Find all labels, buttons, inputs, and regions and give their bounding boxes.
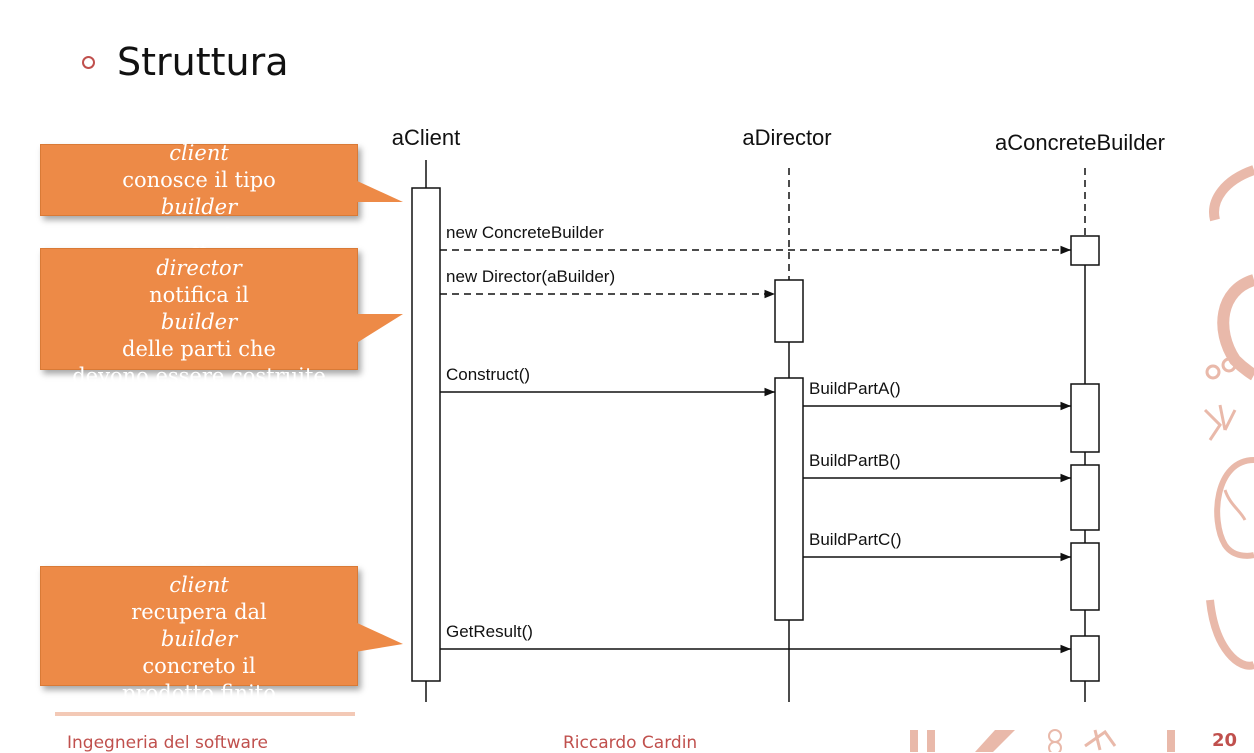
footer-author: Riccardo Cardin [563,733,698,753]
message-label: new Director(aBuilder) [446,267,615,286]
activation-box [411,187,441,682]
activation-box [1070,383,1100,453]
callout-pointer [355,622,403,652]
activation-box [1070,542,1100,611]
callout-client-builder: Il client conosce il tipo builder concre… [40,114,358,246]
callout-director-notifies: Il director notifica il builder delle pa… [40,229,358,388]
slide-title: Struttura [117,40,289,84]
bullet-icon [82,55,95,69]
page-number: 20 [1212,730,1238,751]
message-label: GetResult() [446,622,533,641]
activation-box [1070,635,1100,682]
activation-box [774,377,804,621]
callout-pointer [355,314,403,344]
seal-letters-watermark [910,729,1175,752]
university-seal-watermark [1203,165,1254,670]
slide-title-row: Struttura [82,40,289,84]
lifeline-label-director: aDirector [742,125,831,150]
footer-course: Ingegneria del software [67,733,268,753]
lifeline-label-client: aClient [392,125,460,150]
callout-pointer [355,180,403,202]
activation-box [774,279,804,343]
message-label: BuildPartA() [809,379,901,398]
message-label: BuildPartB() [809,451,901,470]
activation-box [1070,235,1100,266]
lifeline-label-builder: aConcreteBuilder [995,130,1165,155]
callout-client-retrieves: Il client recupera dal builder concreto … [40,546,358,705]
message-label: Construct() [446,365,530,384]
activation-box [1070,464,1100,531]
footer-divider [55,712,355,716]
message-label: new ConcreteBuilder [446,223,604,242]
message-label: BuildPartC() [809,530,902,549]
